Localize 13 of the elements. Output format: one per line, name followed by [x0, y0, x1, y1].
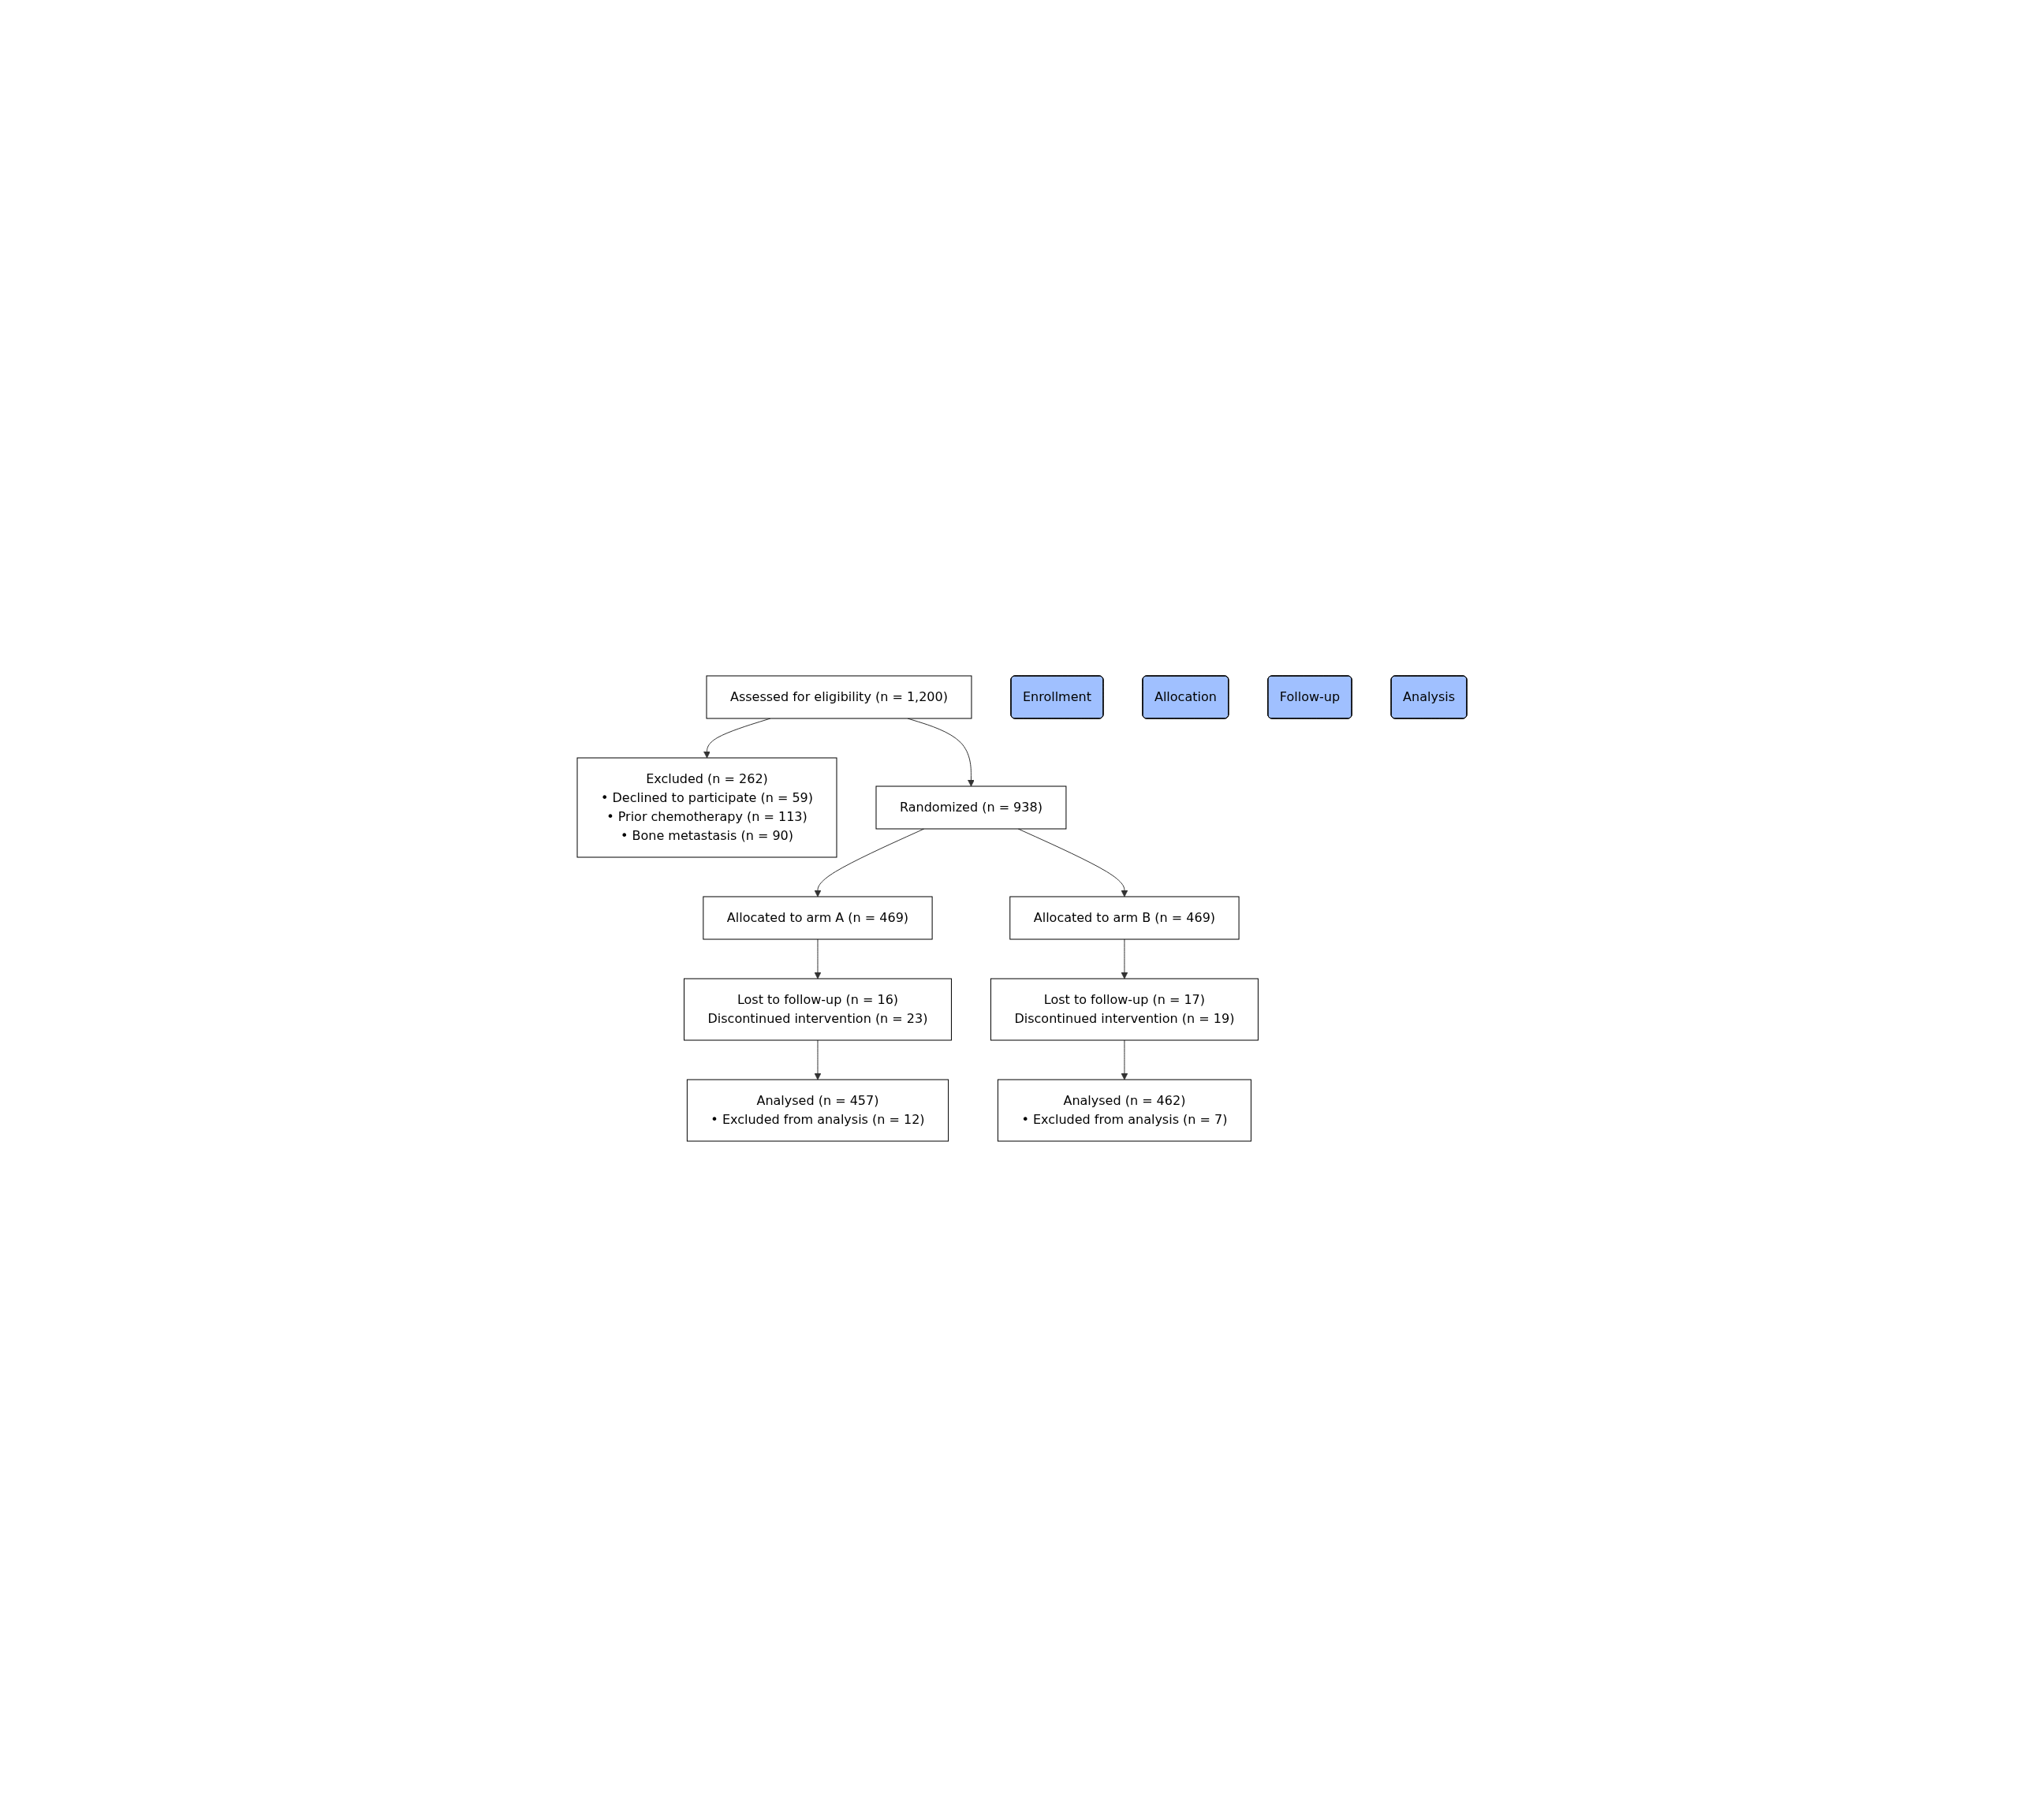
arrow: [814, 1039, 822, 1080]
node-box: Allocated to arm B (n = 469): [1009, 896, 1240, 940]
node-box: Analysed (n = 457) • Excluded from analysis (n = 12): [686, 1079, 949, 1142]
node-box: Assessed for eligibility (n = 1,200): [706, 675, 972, 719]
node-box: Analysed (n = 462) • Excluded from analysis (n = 7): [997, 1079, 1251, 1142]
arrow: [1121, 938, 1128, 979]
node-box: Randomized (n = 938): [875, 785, 1067, 830]
node-box: Lost to follow-up (n = 16) Discontinued intervention (n = 23): [684, 978, 952, 1041]
node-box: Allocated to arm A (n = 469): [703, 896, 933, 940]
arrow: [1121, 1039, 1128, 1080]
node-box: Excluded (n = 262) • Declined to participate (n = 59) • Prior chemotherapy (n = 113) • Bone metastasis (n = 90): [576, 757, 837, 858]
node-box: Lost to follow-up (n = 17) Discontinued intervention (n = 19): [990, 978, 1259, 1041]
arrow: [814, 938, 822, 979]
